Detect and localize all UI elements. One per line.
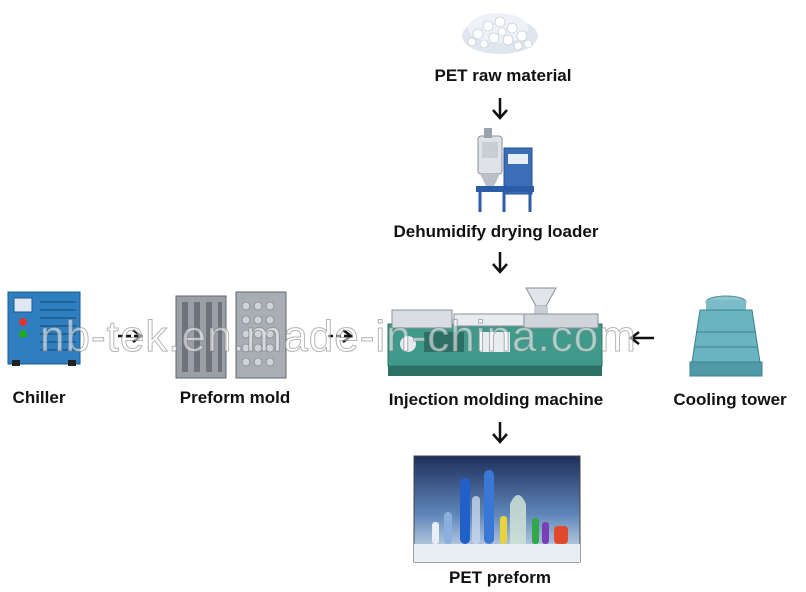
mold-image: [175, 291, 287, 379]
dryer-label: Dehumidify drying loader: [393, 222, 599, 241]
arrow-left-icon: [628, 331, 654, 345]
cooling-label: Cooling tower: [673, 390, 787, 409]
dryer-image: [476, 128, 534, 212]
raw-material-label: PET raw material: [434, 66, 572, 85]
arrow-down-icon: [492, 98, 508, 120]
arrow-right-icon: [328, 329, 354, 343]
raw-pellets-image: [462, 13, 538, 54]
injection-machine-image: [387, 287, 603, 376]
chiller-label: Chiller: [12, 388, 66, 407]
chiller-image: [7, 291, 81, 366]
mold-label: Preform mold: [179, 388, 291, 407]
cooling-tower-image: [689, 295, 763, 377]
arrow-right-icon: [118, 329, 144, 343]
preform-image: [413, 455, 581, 563]
preform-label: PET preform: [448, 568, 552, 587]
arrow-down-icon: [492, 422, 508, 444]
injection-label: Injection molding machine: [388, 390, 604, 409]
arrow-down-icon: [492, 252, 508, 274]
